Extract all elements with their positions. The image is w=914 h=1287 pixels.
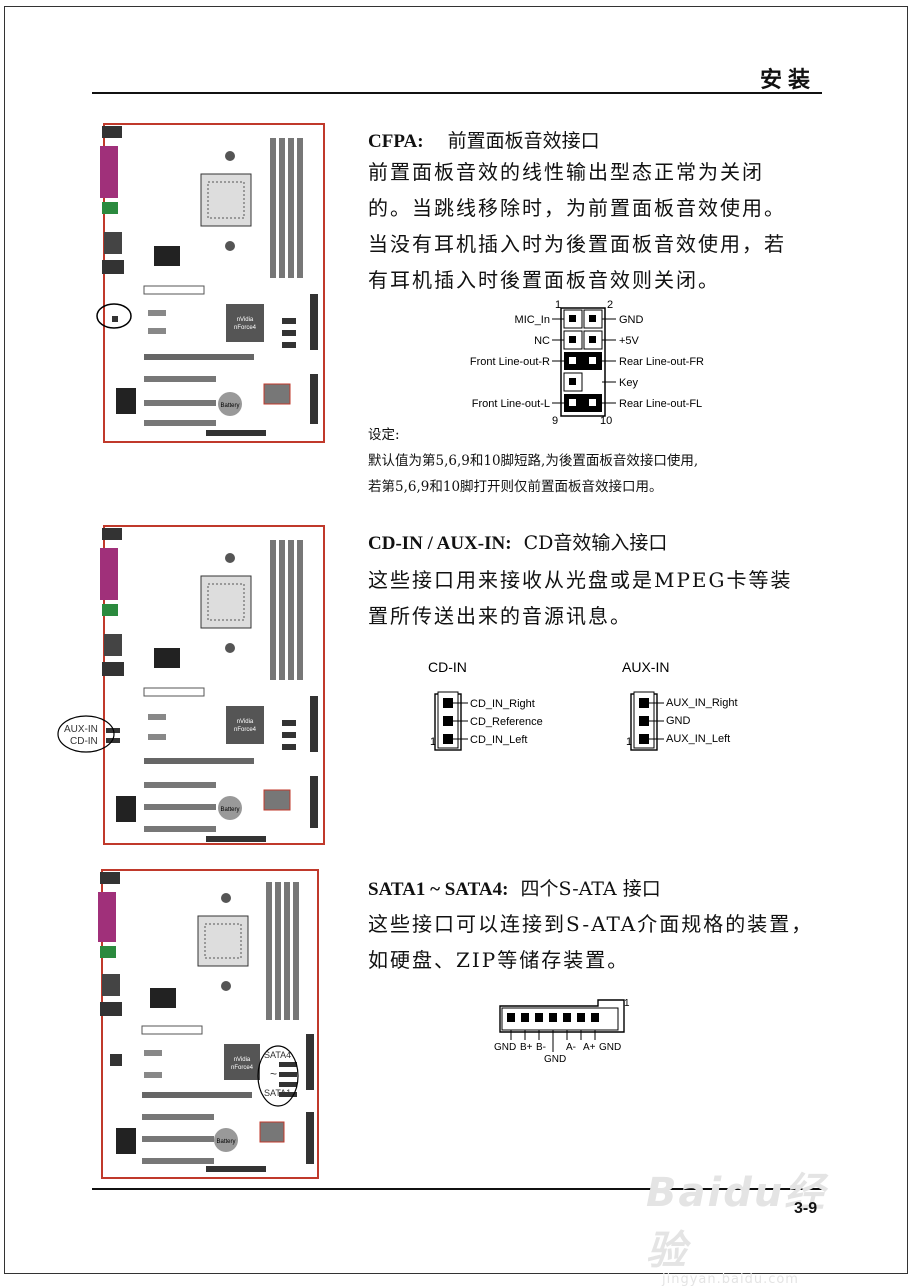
chip-label: nForce4 xyxy=(231,1065,254,1071)
sata-title: SATA1 ~ SATA4: 四个S-ATA 接口 xyxy=(368,874,661,901)
aux-in-header-label: AUX-IN xyxy=(622,659,669,675)
text-line: 若第5,6,9和10脚打开则仅前置面板音效接口用。 xyxy=(368,479,663,495)
sata-pin-label: B+ xyxy=(520,1042,533,1053)
sata4-board-label: SATA4 xyxy=(264,1050,291,1060)
sata-title-label: SATA1 ~ SATA4: xyxy=(368,879,509,900)
pin-label-right: Key xyxy=(619,377,638,389)
pin-label-left: Front Line-out-R xyxy=(470,356,550,368)
pin-label-right: GND xyxy=(619,314,644,326)
pin-number: 2 xyxy=(607,299,613,311)
pin-number: 9 xyxy=(552,415,558,427)
page-number: 3-9 xyxy=(794,1200,818,1217)
cdin-description: 这些接口用来接收从光盘或是MPEG卡等装 置所传送出来的音源讯息。 xyxy=(368,562,793,634)
aux-pin-label: GND xyxy=(666,715,691,727)
chip-label: nVidia xyxy=(237,719,254,725)
battery-label: Battery xyxy=(216,1139,235,1145)
aux-pin-label: AUX_IN_Right xyxy=(666,697,738,709)
text-line: 当没有耳机插入时为後置面板音效使用，若 xyxy=(368,232,786,256)
pin-label-left: MIC_In xyxy=(515,314,550,326)
aux-pin-label: AUX_IN_Left xyxy=(666,733,730,745)
page-header-title: 安装 xyxy=(760,68,817,93)
chip-label: nVidia xyxy=(234,1057,251,1063)
pin-number: 10 xyxy=(600,415,612,427)
cdin-aux-pinout-diagram: CD-IN AUX-IN 1 CD_IN_Right CD_Reference … xyxy=(428,659,738,751)
pin-number: 1 xyxy=(555,299,561,311)
pin-one-label: 1 xyxy=(624,998,630,1009)
sata-pin-label: GND xyxy=(494,1042,516,1053)
sata-pin-label: B- xyxy=(536,1042,546,1053)
battery-label: Battery xyxy=(220,807,239,813)
cdin-subtitle: CD音效输入接口 xyxy=(523,532,668,554)
sata-description: 这些接口可以连接到S-ATA介面规格的装置， 如硬盘、ZIP等储存装置。 xyxy=(368,906,813,978)
chip-label: nVidia xyxy=(237,317,254,323)
sata-pinout-diagram: 1 GND B+ B- A- A+ GND GND xyxy=(494,998,630,1065)
text-line: 默认值为第5,6,9和10脚短路,为後置面板音效接口使用, xyxy=(368,453,699,469)
battery-label: Battery xyxy=(220,403,239,409)
sata-pin-label: A- xyxy=(566,1042,576,1053)
pin-label-right: Rear Line-out-FR xyxy=(619,356,704,368)
text-line: 这些接口可以连接到S-ATA介面规格的装置， xyxy=(368,912,814,936)
sata-pin-label: GND xyxy=(599,1042,621,1053)
cfpa-pinout-diagram: 1 2 MIC_In NC Front Line-out-R Front Lin… xyxy=(470,299,704,427)
pin-label-left: Front Line-out-L xyxy=(472,398,550,410)
sata-pin-label: A+ xyxy=(583,1042,596,1053)
cd-pin-label: CD_IN_Right xyxy=(470,698,535,710)
cdin-title-label: CD-IN / AUX-IN xyxy=(368,533,506,554)
watermark: Baidu经验 jingyan.baidu.com xyxy=(646,1160,866,1287)
pin-one-label: 1 xyxy=(626,736,632,748)
sata-pin-label: GND xyxy=(544,1054,566,1065)
motherboard-diagram-cdin: nVidia nForce4 Battery AUX-IN CD-IN xyxy=(57,525,325,845)
aux-in-board-label: AUX-IN xyxy=(64,724,98,735)
text-line: 前置面板音效的线性输出型态正常为关闭 xyxy=(368,160,764,184)
pin-label-right: Rear Line-out-FL xyxy=(619,398,702,410)
cfpa-settings: 设定: 默认值为第5,6,9和10脚短路,为後置面板音效接口使用, 若第5,6,… xyxy=(368,422,698,500)
header-rule xyxy=(92,92,822,94)
text-line: 置所传送出来的音源讯息。 xyxy=(368,604,632,628)
text-line: 有耳机插入时後置面板音效则关闭。 xyxy=(368,268,720,292)
cd-in-board-label: CD-IN xyxy=(70,736,98,747)
cfpa-title: CFPA: 前置面板音效接口 xyxy=(368,126,600,153)
cfpa-description: 前置面板音效的线性输出型态正常为关闭 的。当跳线移除时，为前置面板音效使用。 当… xyxy=(368,154,786,298)
page-border xyxy=(4,6,908,1274)
cfpa-title-label: CFPA: xyxy=(368,131,424,152)
cfpa-subtitle: 前置面板音效接口 xyxy=(447,130,600,152)
chip-label: nForce4 xyxy=(234,727,257,733)
text-line: 这些接口用来接收从光盘或是MPEG卡等装 xyxy=(368,568,793,592)
text-line: 的。当跳线移除时，为前置面板音效使用。 xyxy=(368,196,786,220)
chip-label: nForce4 xyxy=(234,325,257,331)
cd-pin-label: CD_IN_Left xyxy=(470,734,527,746)
sata1-board-label: SATA1 xyxy=(264,1088,291,1098)
sata-subtitle: 四个S-ATA 接口 xyxy=(520,878,661,900)
range-symbol: ~ xyxy=(270,1067,277,1081)
motherboard-diagram-cfpa: nVidia nForce4 Battery xyxy=(96,123,325,443)
watermark-logo: Baidu经验 xyxy=(646,1170,827,1274)
text-line: 如硬盘、ZIP等储存装置。 xyxy=(368,948,630,972)
settings-title: 设定: xyxy=(368,427,400,443)
pin-label-left: NC xyxy=(534,335,550,347)
pin-one-label: 1 xyxy=(430,736,436,748)
footer-rule xyxy=(92,1188,822,1190)
cd-in-header-label: CD-IN xyxy=(428,659,467,675)
pin-label-right: +5V xyxy=(619,335,640,347)
motherboard-diagram-sata: nVidia nForce4 Battery SATA4 ~ SATA1 xyxy=(98,869,319,1179)
cd-pin-label: CD_Reference xyxy=(470,716,543,728)
cdin-title: CD-IN / AUX-IN: CD音效输入接口 xyxy=(368,532,668,554)
